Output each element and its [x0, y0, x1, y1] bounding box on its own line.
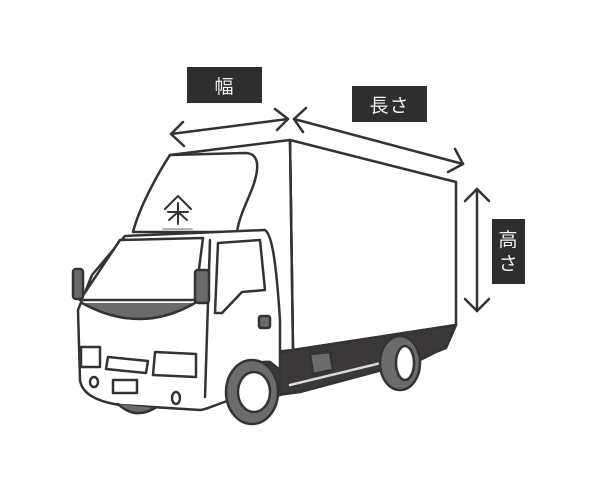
- kimuraya-logo-icon: [162, 195, 194, 230]
- width-arrow: [169, 107, 290, 148]
- height-label-text-bottom: さ: [498, 252, 519, 275]
- roof-deflector: [131, 151, 259, 234]
- height-label-text-top: 高: [498, 228, 519, 251]
- cab: [71, 228, 282, 415]
- width-label: 幅: [187, 67, 262, 103]
- height-arrow: [463, 187, 491, 313]
- length-label: 長さ: [352, 86, 427, 122]
- rear-wheel: [378, 334, 422, 392]
- length-arrow: [292, 106, 465, 174]
- front-wheel: [224, 358, 282, 426]
- width-label-text: 幅: [214, 75, 235, 98]
- height-label: 高 さ: [492, 219, 525, 284]
- length-label-text: 長さ: [369, 94, 410, 117]
